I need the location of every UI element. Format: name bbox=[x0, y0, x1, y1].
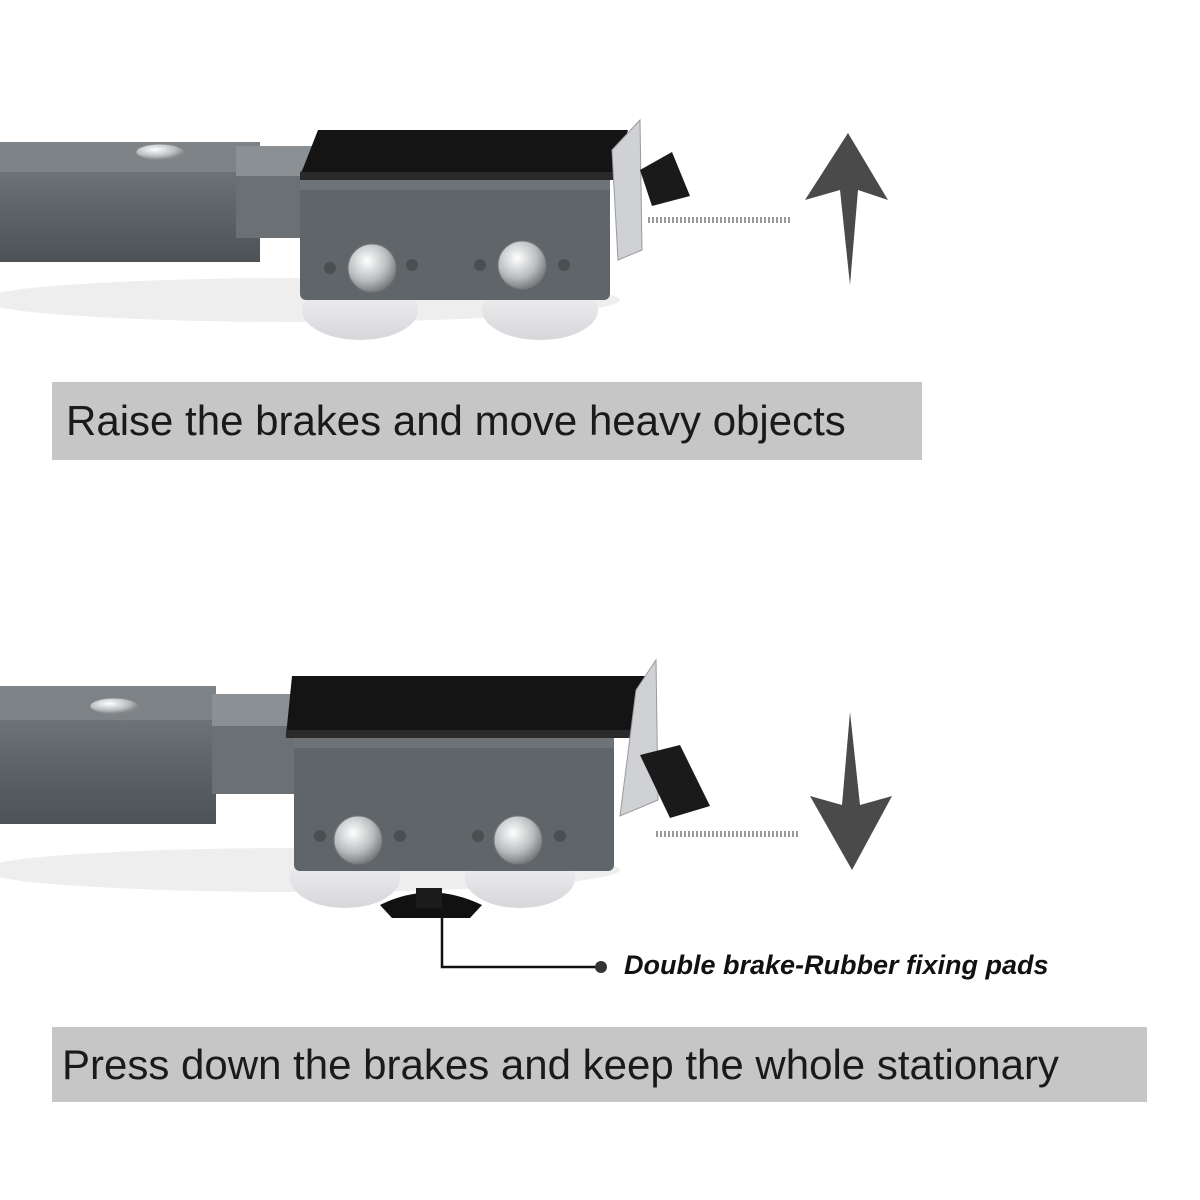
rubber-pad bbox=[286, 676, 654, 736]
caster-housing bbox=[294, 726, 614, 871]
bolt-icon bbox=[89, 697, 139, 715]
caption-press-brakes: Press down the brakes and keep the whole… bbox=[52, 1027, 1147, 1102]
up-arrow bbox=[805, 133, 888, 285]
callout-dot bbox=[595, 961, 607, 973]
bolt-icon bbox=[135, 143, 185, 161]
brake-lever bbox=[611, 118, 643, 261]
wheel-icon bbox=[465, 848, 575, 908]
callout-label: Double brake-Rubber fixing pads bbox=[624, 950, 1049, 980]
frame-tube bbox=[0, 686, 216, 824]
bolt-icon bbox=[347, 243, 397, 293]
down-arrow bbox=[810, 712, 892, 870]
bolt-icon bbox=[497, 240, 547, 290]
rubber-pad bbox=[300, 130, 628, 176]
callout-line bbox=[440, 918, 600, 969]
brake-foot-pad bbox=[380, 892, 482, 918]
brake-lever bbox=[619, 658, 659, 817]
caster-illustration-raised bbox=[0, 118, 888, 340]
bolt-icon bbox=[333, 815, 383, 865]
wheel-icon bbox=[290, 848, 400, 908]
caption-raise-brakes: Raise the brakes and move heavy objects bbox=[52, 382, 922, 460]
bolt-icon bbox=[493, 815, 543, 865]
